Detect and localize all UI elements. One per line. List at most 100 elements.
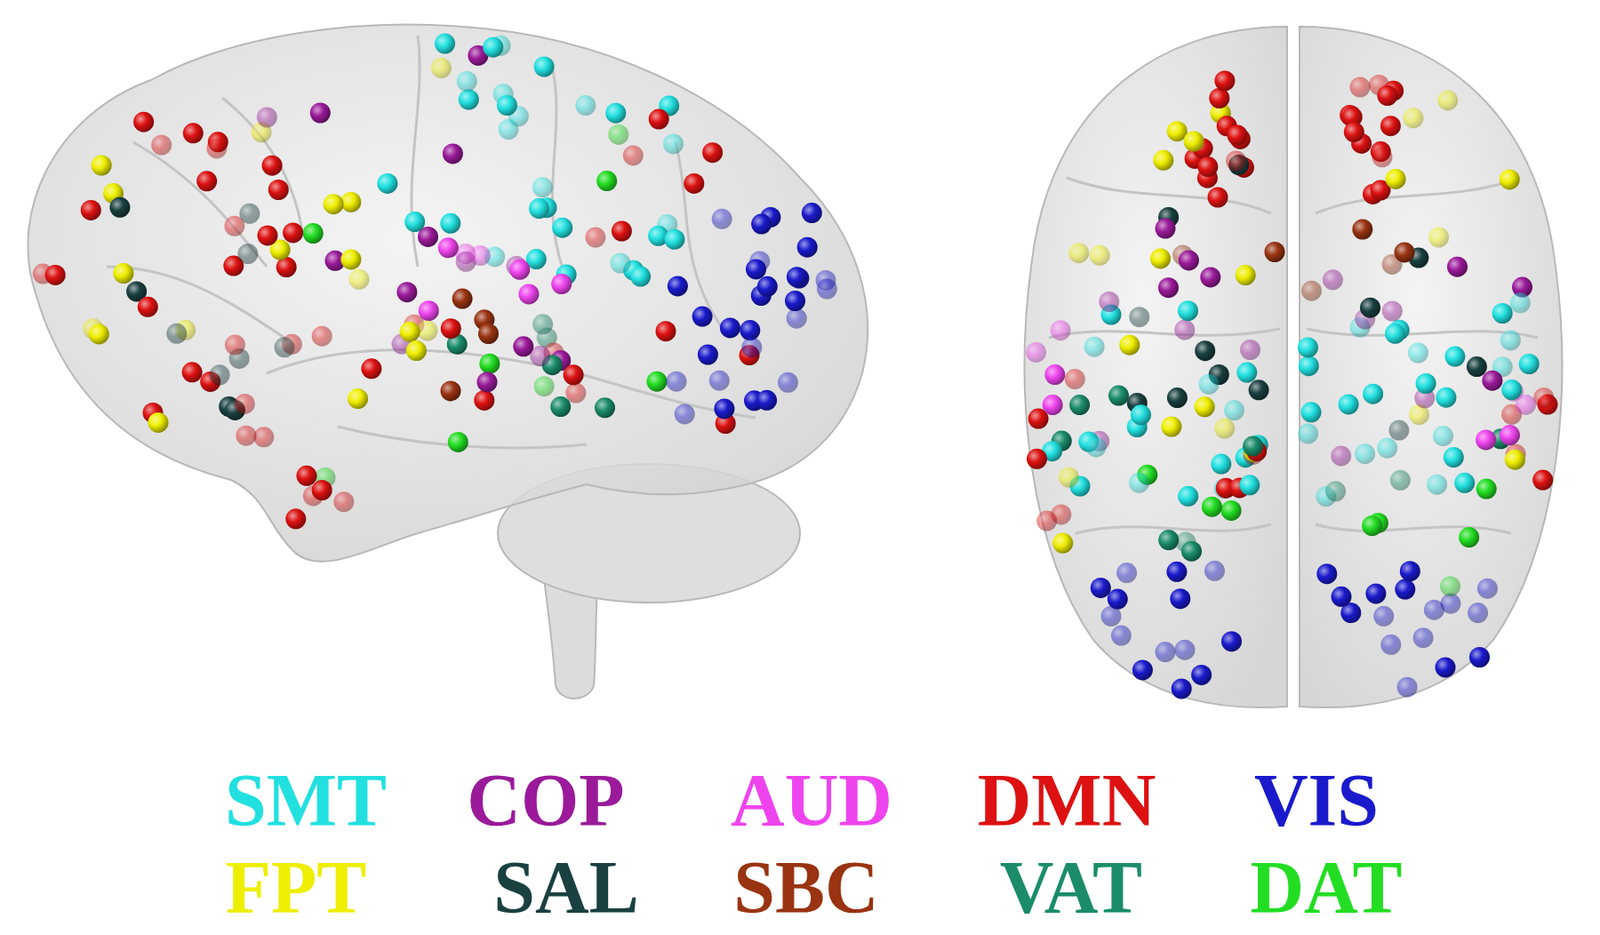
roi-sphere (584, 227, 606, 248)
roi-sphere (1301, 401, 1322, 423)
roi-sphere (786, 266, 808, 288)
roi-sphere (1344, 121, 1365, 143)
roi-sphere (234, 393, 256, 415)
roi-sphere (1221, 631, 1242, 652)
roi-sphere (751, 214, 772, 235)
roi-sphere (712, 208, 733, 230)
roi-sphere (1373, 606, 1394, 627)
roi-sphere (340, 248, 361, 270)
roi-sphere (1297, 423, 1319, 444)
roi-sphere (509, 259, 530, 280)
roi-sphere (1025, 342, 1047, 363)
roi-sphere (534, 376, 555, 397)
roi-sphere (1504, 449, 1526, 471)
roi-sphere (477, 371, 498, 392)
roi-sphere (1390, 470, 1411, 491)
roi-sphere (479, 353, 500, 375)
roi-sphere (1044, 364, 1065, 385)
roi-sphere (692, 306, 713, 328)
roi-sphere (452, 288, 473, 310)
roi-sphere (697, 344, 719, 366)
roi-sphere (1500, 329, 1521, 351)
roi-sphere (1297, 336, 1319, 358)
roi-sphere (1225, 151, 1247, 172)
roi-sphere (663, 133, 684, 154)
roi-sphere (563, 364, 584, 385)
roi-sphere (551, 273, 572, 295)
roi-sphere (1447, 256, 1468, 278)
roi-sphere (656, 320, 677, 342)
roi-sphere (745, 258, 767, 280)
roi-sphere (1224, 400, 1245, 421)
roi-sphere (1050, 320, 1072, 341)
roi-sphere (1201, 496, 1223, 518)
roi-sphere (1199, 374, 1220, 395)
roi-sphere (1116, 562, 1137, 584)
roi-sphere (262, 155, 283, 176)
roi-sphere (797, 237, 818, 258)
roi-sphere (609, 253, 631, 274)
roi-sphere (1331, 586, 1352, 608)
roi-sphere (667, 275, 688, 296)
roi-sphere (1174, 320, 1195, 341)
node-spheres (32, 33, 1559, 700)
legend-label: FPT (225, 850, 368, 926)
roi-sphere (1301, 280, 1322, 302)
roi-sphere (253, 426, 274, 448)
roi-sphere (1354, 443, 1376, 464)
roi-sphere (1475, 429, 1496, 450)
roi-sphere (285, 508, 306, 529)
roi-sphere (1177, 486, 1199, 507)
roi-sphere (550, 396, 571, 417)
roi-sphere (518, 283, 539, 304)
roi-sphere (1432, 425, 1454, 447)
roi-sphere (1069, 394, 1090, 416)
legend-label: VIS (1254, 763, 1379, 839)
roi-sphere (1111, 625, 1132, 647)
roi-sphere (1064, 368, 1086, 390)
roi-sphere (1380, 115, 1401, 136)
roi-sphere (1158, 277, 1179, 298)
roi-sphere (400, 321, 421, 343)
roi-sphere (664, 229, 685, 250)
roi-sphere (1158, 529, 1179, 551)
roi-sphere (1426, 474, 1448, 496)
roi-sphere (1338, 393, 1360, 415)
roi-sphere (296, 465, 318, 487)
roi-sphere (1424, 600, 1445, 621)
roi-sphere (1167, 387, 1188, 408)
roi-sphere (112, 263, 134, 284)
roi-sphere (1510, 292, 1531, 313)
roi-sphere (333, 491, 354, 512)
roi-sphere (1221, 500, 1242, 521)
roi-sphere (1384, 323, 1406, 344)
roi-sphere (91, 155, 112, 176)
roi-sphere (1469, 647, 1490, 668)
roi-sphere (440, 318, 462, 339)
roi-sphere (1155, 218, 1176, 240)
roi-sphere (1400, 560, 1421, 582)
cerebrum-lateral (27, 24, 868, 562)
roi-sphere (1501, 379, 1522, 400)
roi-sphere (1380, 634, 1401, 656)
roi-sphere (406, 340, 427, 361)
roi-sphere (1152, 150, 1174, 171)
roi-sphere (1150, 248, 1171, 269)
left-hemisphere (1024, 26, 1288, 708)
roi-sphere (1236, 362, 1257, 384)
roi-sphere (148, 412, 169, 433)
roi-sphere (648, 109, 670, 130)
roi-sphere (256, 107, 278, 128)
roi-sphere (532, 313, 553, 335)
sulci (106, 35, 756, 448)
roi-sphere (1178, 249, 1200, 271)
roi-sphere (1481, 370, 1503, 392)
roi-sphere (434, 33, 456, 55)
roi-sphere (1208, 88, 1230, 109)
roi-sphere (1350, 77, 1371, 98)
roi-sphere (1166, 561, 1187, 583)
roi-sphere (1382, 301, 1403, 322)
roi-sphere (605, 103, 626, 124)
legend-label: AUD (730, 763, 893, 839)
roi-sphere (596, 170, 617, 192)
